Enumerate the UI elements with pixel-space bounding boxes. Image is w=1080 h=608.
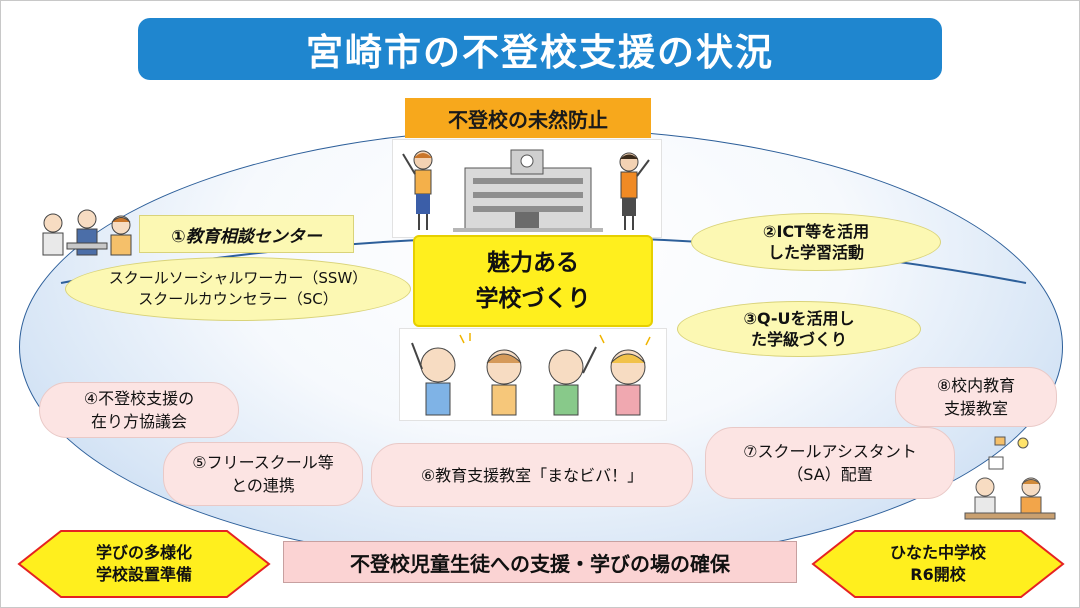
free-school-oval: ⑤フリースクール等 との連携 xyxy=(163,442,363,506)
sa-line-2: （SA）配置 xyxy=(787,465,873,484)
page-title: 宮崎市の不登校支援の状況 xyxy=(138,18,942,80)
support-room-line-2: 支援教室 xyxy=(943,399,1008,418)
education-consultation-center-label: ①教育相談センター xyxy=(139,215,354,253)
school-assistant-oval: ⑦スクールアシスタント （SA）配置 xyxy=(705,427,955,499)
diverse-learning-line-1: 学びの多様化 xyxy=(95,543,192,562)
ict-learning-oval: ②ICT等を活用 した学習活動 xyxy=(691,213,941,271)
attractive-school-box: 魅力ある 学校づくり xyxy=(413,235,653,327)
ict-line-2: した学習活動 xyxy=(767,243,864,262)
council-line-2: 在り方協議会 xyxy=(90,412,187,431)
qu-line-1: ③Q-Uを活用し xyxy=(743,309,855,328)
right-hexagon-text: ひなた中学校 R6開校 xyxy=(811,529,1065,599)
support-council-oval: ④不登校支援の 在り方協議会 xyxy=(39,382,239,438)
sc-text: スクールカウンセラー（SC） xyxy=(138,290,338,308)
qu-line-2: た学級づくり xyxy=(750,330,847,349)
students-desk-illustration xyxy=(961,431,1059,527)
qu-class-oval: ③Q-Uを活用し た学級づくり xyxy=(677,301,921,357)
children-illustration xyxy=(399,328,667,421)
council-line-1: ④不登校支援の xyxy=(83,389,195,408)
prevention-label: 不登校の未然防止 xyxy=(405,98,651,138)
ssw-text: スクールソーシャルワーカー（SSW） xyxy=(108,269,368,287)
free-school-line-1: ⑤フリースクール等 xyxy=(192,453,334,472)
counseling-people-illustration xyxy=(37,207,137,259)
center-line-1: 魅力ある xyxy=(487,250,579,276)
hinata-line-2: R6開校 xyxy=(910,565,966,584)
hinata-line-1: ひなた中学校 xyxy=(889,543,986,562)
ssw-sc-oval: スクールソーシャルワーカー（SSW） スクールカウンセラー（SC） xyxy=(65,257,411,321)
free-school-line-2: との連携 xyxy=(231,476,295,495)
left-hexagon xyxy=(17,530,271,598)
manabiva-text: ⑥教育支援教室「まなビバ！」 xyxy=(420,465,644,485)
center-line-2: 学校づくり xyxy=(475,286,591,312)
ict-line-1: ②ICT等を活用 xyxy=(762,222,870,241)
support-place-bar: 不登校児童生徒への支援・学びの場の確保 xyxy=(283,541,797,583)
manabiva-oval: ⑥教育支援教室「まなビバ！」 xyxy=(371,443,693,507)
school-illustration xyxy=(392,139,662,238)
left-hexagon-text: 学びの多様化 学校設置準備 xyxy=(17,529,271,599)
diverse-learning-line-2: 学校設置準備 xyxy=(95,565,192,584)
sa-line-1: ⑦スクールアシスタント xyxy=(743,442,917,461)
in-school-support-room-oval: ⑧校内教育 支援教室 xyxy=(895,367,1057,427)
right-hexagon xyxy=(811,530,1065,598)
support-room-line-1: ⑧校内教育 xyxy=(936,376,1016,395)
